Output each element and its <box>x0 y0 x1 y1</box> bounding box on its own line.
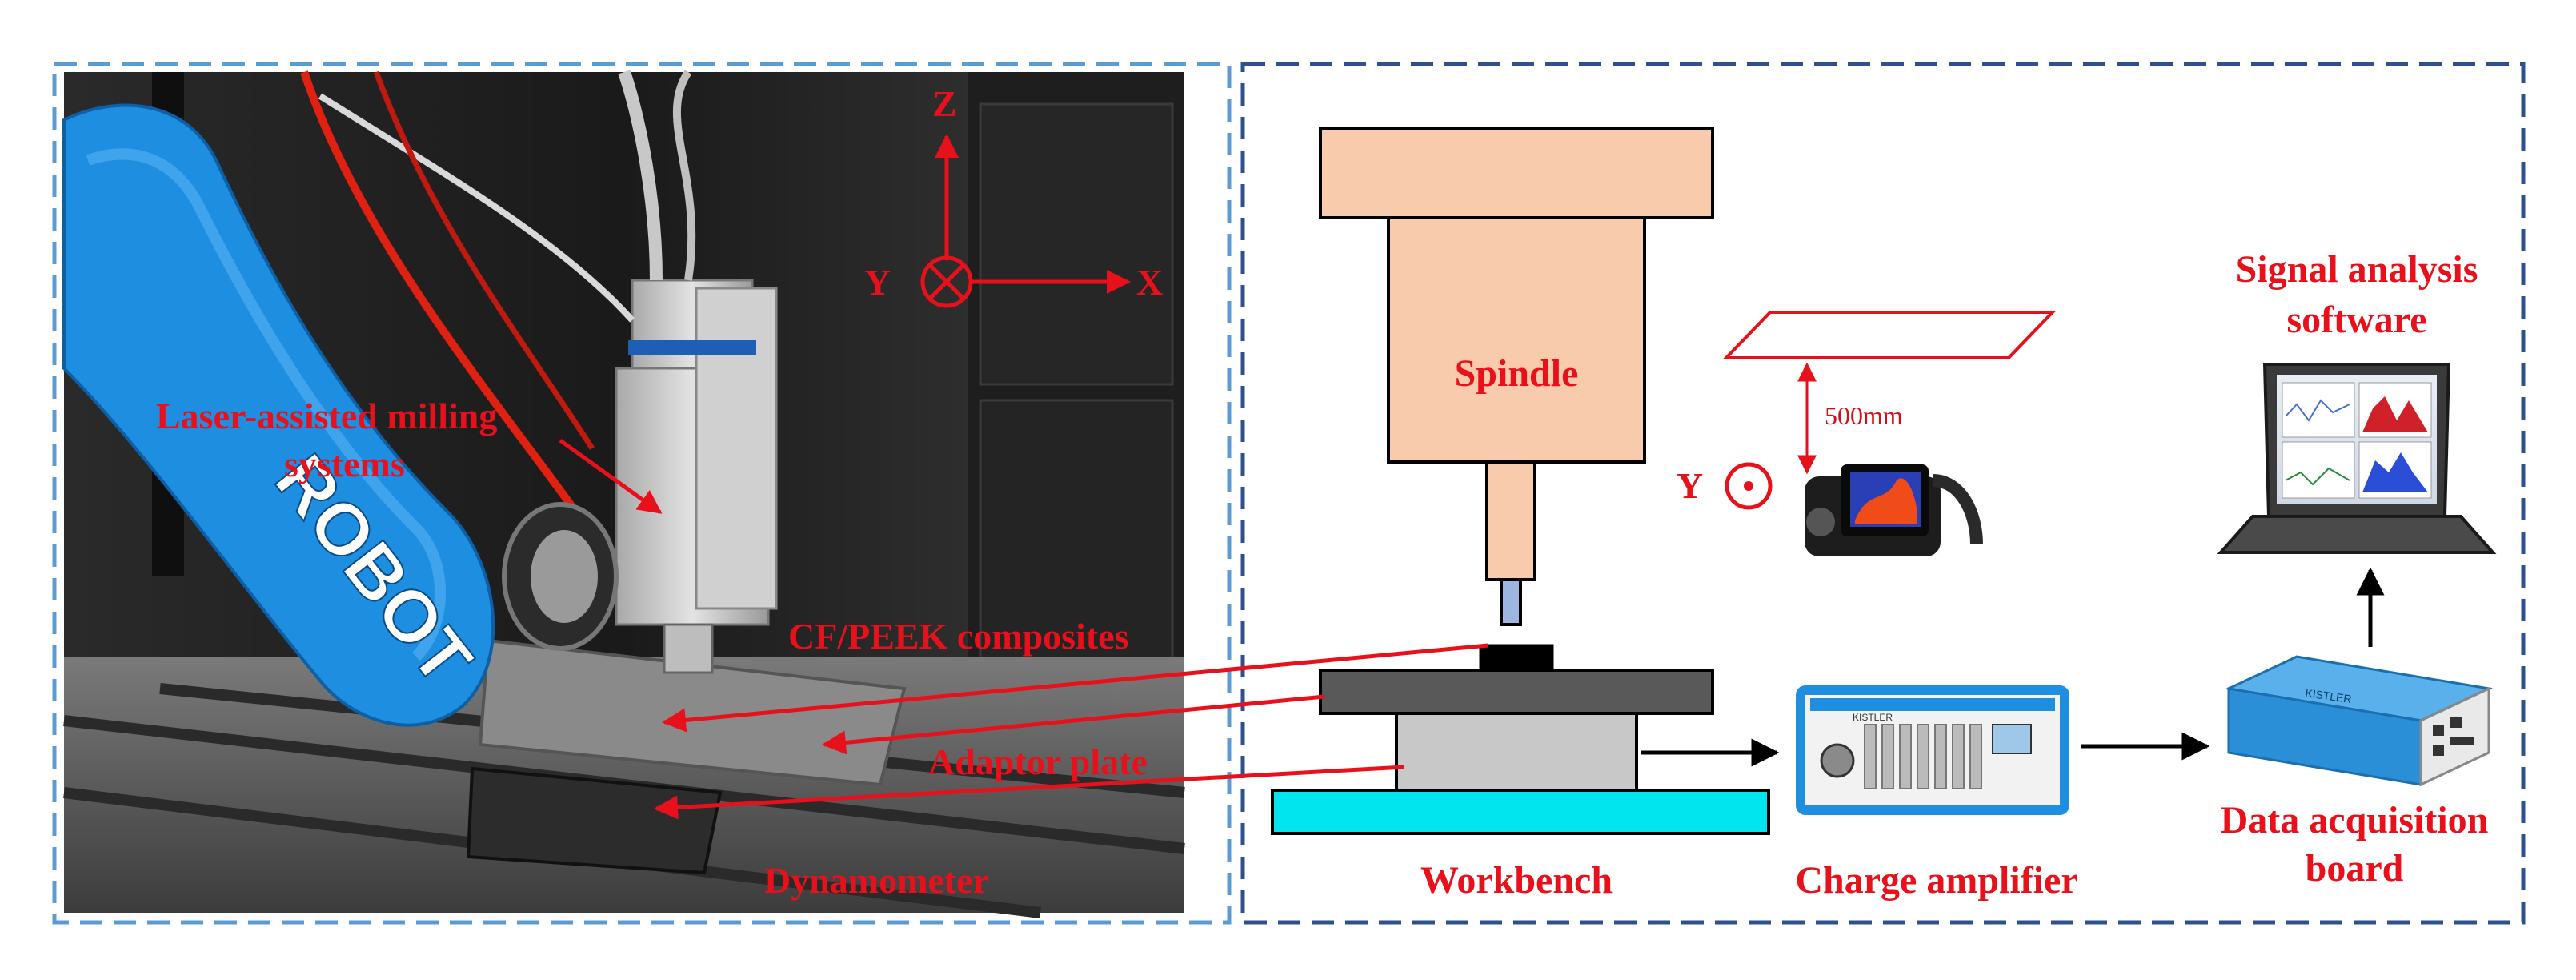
composites-link-arrow <box>662 643 1489 733</box>
daq-label-line2: board <box>2306 847 2404 890</box>
axis-indicator: Z X Y <box>864 83 1163 308</box>
workbench-schematic <box>1271 789 1770 835</box>
laser-blue-ring <box>628 340 756 355</box>
enclosure-wall-panel-2 <box>979 399 1174 666</box>
y-axis-label-right: Y <box>1677 465 1703 506</box>
red-cable-2 <box>373 70 595 450</box>
cfpeek-workpiece <box>1479 644 1554 672</box>
red-cable <box>300 70 580 515</box>
amplifier-channels <box>1864 724 1982 789</box>
tool-holder <box>1485 460 1536 581</box>
workbench-label: Workbench <box>1420 859 1613 902</box>
cutting-tool <box>1500 578 1522 626</box>
fiber-cable-2 <box>672 70 696 281</box>
adaptor-plate-label: Adaptor plate <box>928 741 1148 782</box>
fiber-cable <box>618 70 663 281</box>
y-axis-label: Y <box>864 262 891 303</box>
z-axis-label: Z <box>932 83 957 124</box>
x-axis-label: X <box>1136 262 1163 303</box>
dynamometer-link-arrow <box>654 765 1405 820</box>
dynamometer-schematic <box>1395 712 1638 792</box>
left-photo-panel: ROBOT Z X Y Laser-assisted milling syste… <box>52 62 1232 925</box>
laser-head-side-box <box>695 287 778 610</box>
dynamometer-block <box>466 766 723 875</box>
composites-label: CF/PEEK composites <box>788 616 1128 657</box>
software-label-line2: software <box>2286 299 2426 341</box>
spindle-top-cap <box>1319 127 1714 219</box>
right-schematic-panel: Spindle Workbench 500mm Y <box>654 62 2526 925</box>
laser-nozzle <box>663 623 714 674</box>
amplifier-brand: KISTLER <box>1853 712 1893 723</box>
enclosure-wall-panel <box>979 102 1174 386</box>
laser-system-pointer <box>559 438 663 515</box>
right-panel-border <box>1240 62 2526 925</box>
charge-amplifier-label: Charge amplifier <box>1795 859 2077 902</box>
thermal-camera-icon <box>1805 464 1983 556</box>
spindle-body <box>1387 216 1646 464</box>
charge-amplifier-icon: KISTLER <box>1796 685 2069 815</box>
laser-system-label-line2: systems <box>284 444 405 484</box>
distance-label: 500mm <box>1825 401 1903 430</box>
coolant-hose <box>318 93 635 323</box>
daq-label-line1: Data acquisition <box>2221 799 2489 841</box>
robot-arm-shade <box>86 148 446 661</box>
measurement-plane <box>1722 311 2057 359</box>
left-panel-border <box>52 62 1232 925</box>
y-out-of-page-icon <box>1725 462 1773 510</box>
software-label-line1: Signal analysis <box>2236 248 2478 291</box>
dynamometer-label: Dynamometer <box>764 860 989 901</box>
laser-system-label-line1: Laser-assisted milling <box>156 396 497 436</box>
robot-joint-inner <box>531 530 598 623</box>
robot-arm <box>62 103 495 727</box>
y-into-page-icon <box>920 255 973 308</box>
daq-board-icon: KISTLER <box>2225 655 2493 787</box>
spindle-label: Spindle <box>1455 352 1579 395</box>
y-cross-b <box>929 264 964 299</box>
adaptor-plate-schematic <box>1319 669 1714 715</box>
y-out-of-page-dot <box>1744 481 1753 491</box>
adaptor-link-arrow <box>822 694 1325 755</box>
fixture-plate <box>478 638 907 787</box>
laptop-icon <box>2217 363 2497 554</box>
